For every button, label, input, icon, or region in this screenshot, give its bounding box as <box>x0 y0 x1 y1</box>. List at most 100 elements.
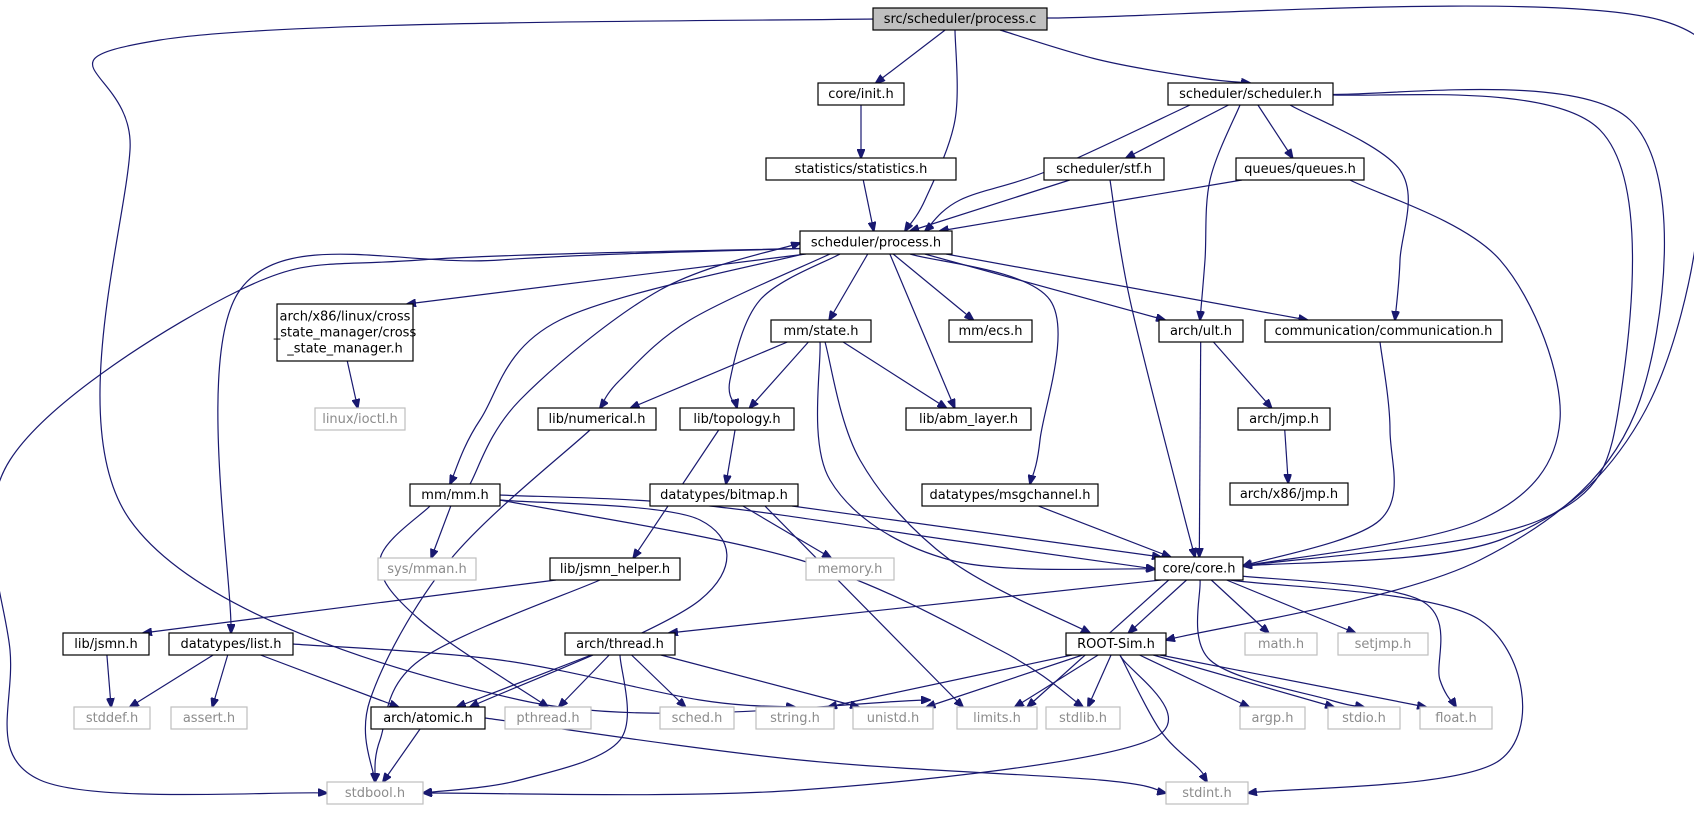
node-jsmn[interactable]: lib/jsmn.h <box>62 632 150 656</box>
node-bitmap[interactable]: datatypes/bitmap.h <box>649 483 799 507</box>
node-box <box>326 781 424 805</box>
edge-sched_sched-to-arch_ult <box>1200 104 1241 320</box>
node-pthread: pthread.h <box>504 706 592 730</box>
node-memory: memory.h <box>805 557 895 581</box>
edge-thread-to-atomic <box>457 654 592 707</box>
edge-mm_mm-to-stdlib <box>499 499 1083 707</box>
edge-core_core-to-math <box>1210 579 1268 633</box>
edge-thread-to-sched <box>631 654 686 707</box>
edge-core_core-to-setjmp <box>1226 579 1356 633</box>
edge-queues-to-core_core <box>1243 179 1561 566</box>
edge-root-to-sched_proc <box>905 29 958 231</box>
edge-mm_state-to-abm <box>842 341 946 408</box>
edge-sched_sched-to-rootsim <box>1166 88 1665 640</box>
node-atomic[interactable]: arch/atomic.h <box>370 706 486 730</box>
node-rootsim[interactable]: ROOT-Sim.h <box>1065 632 1167 656</box>
node-label: arch/x86/jmp.h <box>1240 487 1338 502</box>
edge-cross-to-ioctl <box>346 360 358 408</box>
edge-jsmn_helper-to-jsmn <box>143 579 557 633</box>
node-box <box>377 557 477 581</box>
node-math: math.h <box>1244 632 1318 656</box>
edge-core_core-to-float <box>1229 574 1456 707</box>
node-label: mm/state.h <box>783 324 858 339</box>
node-box <box>1165 781 1249 805</box>
node-stats[interactable]: statistics/statistics.h <box>765 157 957 181</box>
node-box <box>73 706 151 730</box>
node-sched_sched[interactable]: scheduler/scheduler.h <box>1167 82 1334 106</box>
node-jsmn_helper[interactable]: lib/jsmn_helper.h <box>549 557 681 581</box>
node-stdint: stdint.h <box>1165 781 1249 805</box>
node-label: datatypes/bitmap.h <box>660 488 788 503</box>
node-stf[interactable]: scheduler/stf.h <box>1043 157 1165 181</box>
node-label: stdint.h <box>1182 786 1231 801</box>
node-box <box>549 557 681 581</box>
node-queues[interactable]: queues/queues.h <box>1235 157 1365 181</box>
node-box <box>170 706 248 730</box>
node-box <box>1337 632 1429 656</box>
edge-jmp-to-x86jmp <box>1285 429 1289 483</box>
edge-rootsim-to-stdbool <box>423 654 1169 795</box>
node-box <box>1237 407 1331 431</box>
node-thread[interactable]: arch/thread.h <box>564 632 676 656</box>
node-label: string.h <box>770 711 820 726</box>
node-jmp[interactable]: arch/jmp.h <box>1237 407 1331 431</box>
node-label: arch/thread.h <box>576 637 664 652</box>
edge-bitmap-to-core_core <box>791 505 1161 557</box>
node-abm[interactable]: lib/abm_layer.h <box>905 407 1032 431</box>
edge-sched_proc-to-stdbool <box>0 247 821 795</box>
node-label: stdlib.h <box>1059 711 1107 726</box>
node-arch_ult[interactable]: arch/ult.h <box>1158 319 1244 343</box>
node-box <box>765 157 957 181</box>
node-box <box>1264 319 1503 343</box>
edge-bitmap-to-limits <box>764 505 963 707</box>
node-assert: assert.h <box>170 706 248 730</box>
edge-sched_sched-to-comm <box>1289 104 1409 320</box>
node-box <box>755 706 835 730</box>
edge-sched_proc-to-dt_list <box>217 247 821 633</box>
edge-sched_proc-to-abm <box>889 253 955 408</box>
node-label: stddef.h <box>86 711 138 726</box>
edge-sched_sched-to-sched_proc <box>925 104 1191 231</box>
node-numerical[interactable]: lib/numerical.h <box>537 407 657 431</box>
node-dt_list[interactable]: datatypes/list.h <box>168 632 294 656</box>
node-core_core[interactable]: core/core.h <box>1154 556 1244 581</box>
node-comm[interactable]: communication/communication.h <box>1264 319 1503 343</box>
node-sched_proc[interactable]: scheduler/process.h <box>799 230 953 255</box>
node-x86jmp[interactable]: arch/x86/jmp.h <box>1229 482 1349 506</box>
node-label: core/core.h <box>1162 562 1235 577</box>
node-mm_ecs[interactable]: mm/ecs.h <box>948 319 1033 343</box>
node-topology[interactable]: lib/topology.h <box>679 407 795 431</box>
edge-arch_ult-to-core_core <box>1199 341 1200 557</box>
edge-sched_proc-to-topology <box>728 253 841 408</box>
edge-mm_mm-to-pthread <box>379 505 548 707</box>
edge-sched_proc-to-cross <box>407 253 807 304</box>
edge-core_core-to-rootsim <box>1128 579 1187 633</box>
node-msgch[interactable]: datatypes/msgchannel.h <box>921 483 1099 507</box>
edge-sched_sched-to-core_core <box>1243 93 1634 566</box>
edge-core_core-to-stdint <box>1229 579 1524 793</box>
node-label: lib/jsmn.h <box>74 637 138 652</box>
nodes-layer: src/scheduler/process.c core/init.h schedu… <box>62 7 1503 805</box>
node-label: arch/jmp.h <box>1249 412 1319 427</box>
edge-rootsim-to-string <box>828 654 1073 707</box>
edge-mm_mm-to-sysmman <box>431 505 452 558</box>
node-label: queues/queues.h <box>1244 162 1356 177</box>
node-box <box>1244 632 1318 656</box>
node-box <box>817 82 905 106</box>
node-cross[interactable]: arch/x86/linux/cross_state_manager/cross… <box>273 303 417 362</box>
node-root[interactable]: src/scheduler/process.c <box>872 7 1048 31</box>
node-label: memory.h <box>818 562 883 577</box>
node-box <box>956 706 1038 730</box>
node-mm_state[interactable]: mm/state.h <box>770 319 872 343</box>
node-box <box>564 632 676 656</box>
node-box <box>1043 157 1165 181</box>
edge-comm-to-core_core <box>1243 341 1395 566</box>
node-core_init[interactable]: core/init.h <box>817 82 905 106</box>
edge-mm_mm-to-atomic <box>470 499 728 707</box>
edge-jsmn_helper-to-stdbool <box>375 579 601 782</box>
node-label: mm/mm.h <box>421 488 488 503</box>
node-label: stdio.h <box>1342 711 1386 726</box>
node-mm_mm[interactable]: mm/mm.h <box>409 483 501 507</box>
edge-stf-to-core_core <box>1109 179 1195 557</box>
